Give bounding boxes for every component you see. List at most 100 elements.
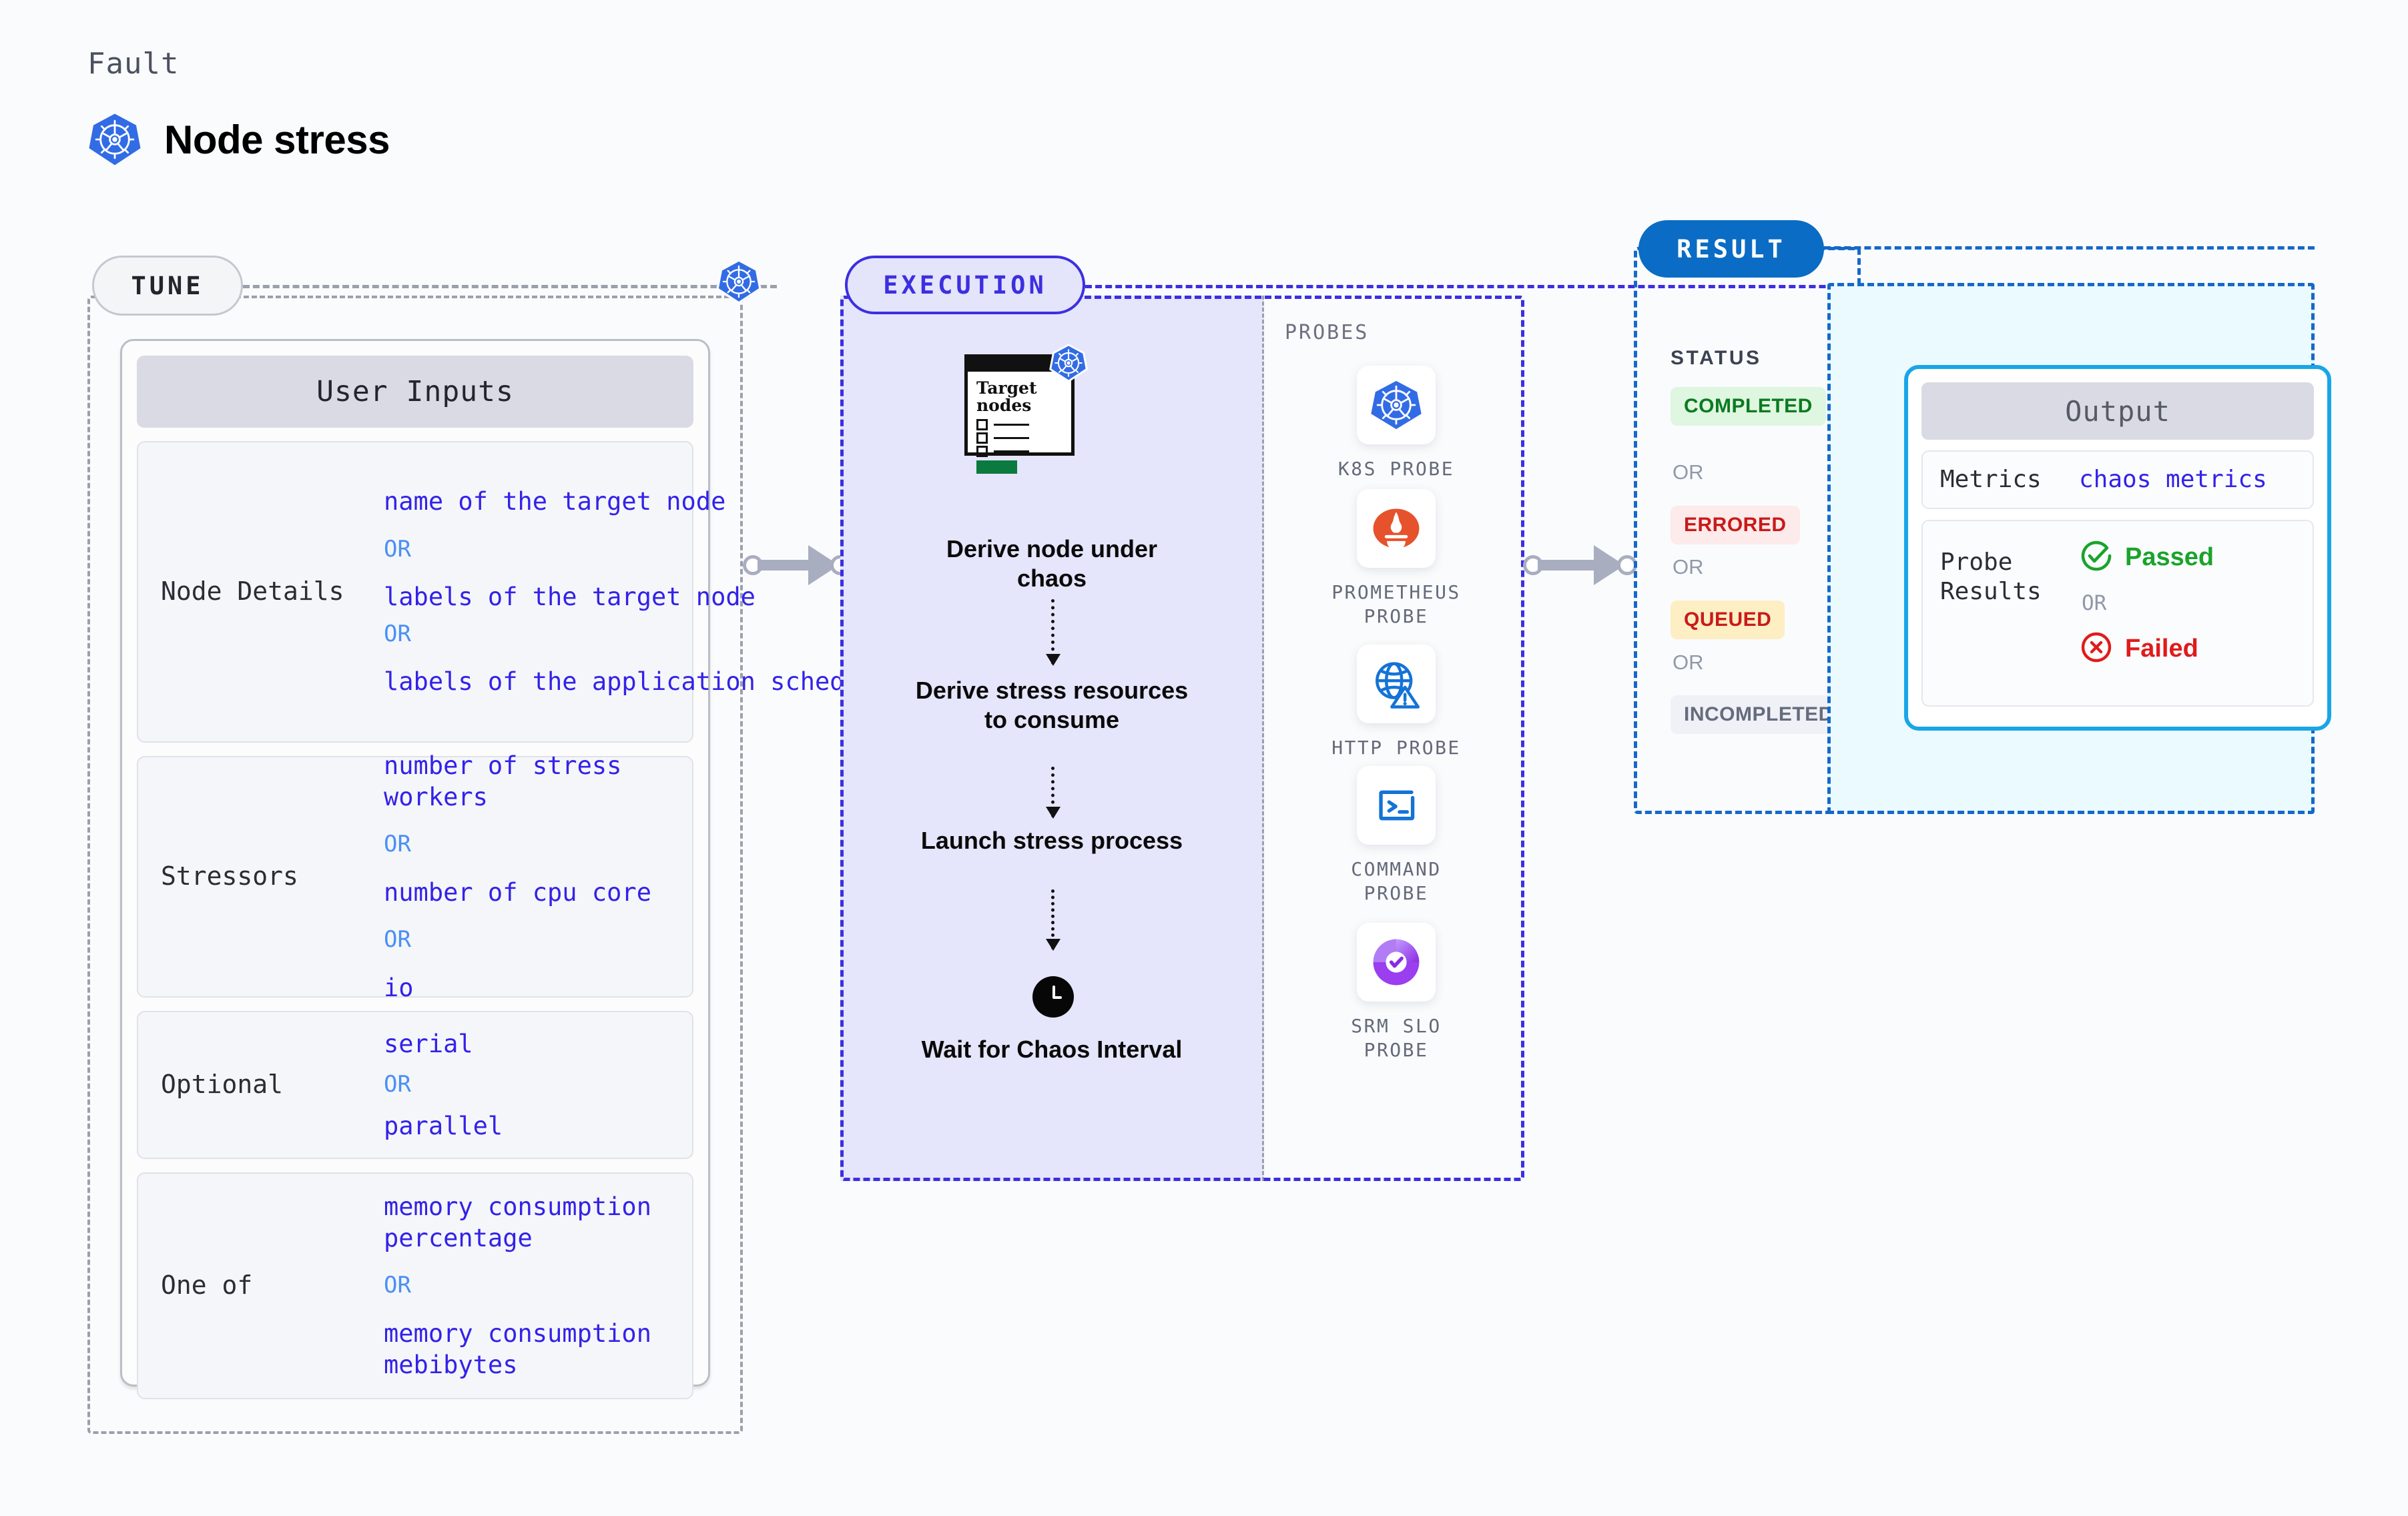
flow-arrow-3: [1046, 889, 1061, 951]
output-card: Output Metrics chaos metrics Probe Resul…: [1904, 365, 2331, 731]
kubernetes-icon: [1049, 344, 1088, 386]
kubernetes-icon: [716, 259, 762, 308]
x-circle-icon: [2079, 630, 2114, 668]
failed-label: Failed: [2125, 634, 2198, 663]
list-item: [976, 418, 1065, 430]
or-separator: OR: [2082, 591, 2107, 615]
flow-step-3: Launch stress process: [920, 827, 1183, 854]
card-body: Target nodes: [964, 372, 1075, 474]
input-option: number of cpu core: [384, 878, 651, 907]
probe-result-failed: Failed: [2079, 630, 2303, 668]
output-row-probe-results: Probe Results Passed OR: [1921, 519, 2314, 707]
node-list: [976, 418, 1065, 457]
probe-prometheus[interactable]: PROMETHEUS PROBE: [1329, 489, 1463, 629]
connector-execution-result: [1523, 542, 1640, 589]
probes-title: PROBES: [1285, 321, 1370, 344]
output-row-metrics: Metrics chaos metrics: [1921, 450, 2314, 509]
or-separator: OR: [1673, 651, 1704, 674]
user-inputs-card: User Inputs Node Details name of the tar…: [120, 339, 1127, 1399]
input-group-one-of: One of memory consumption percentage OR …: [137, 1172, 693, 1399]
probe-k8s[interactable]: K8S PROBE: [1329, 366, 1463, 481]
check-circle-icon: [2079, 538, 2114, 577]
checkbox-icon: [976, 418, 988, 430]
prometheus-icon: [1357, 489, 1436, 568]
input-group-values: number of stress workers OR number of cp…: [384, 750, 680, 1004]
status-title: STATUS: [1671, 347, 1762, 369]
flow-step-1: Derive node under chaos: [946, 535, 1158, 592]
or-separator: OR: [384, 926, 411, 954]
input-group-values: memory consumption percentage OR memory …: [384, 1191, 680, 1381]
input-group-label: Node Details: [161, 577, 344, 607]
kubernetes-icon: [1357, 366, 1436, 444]
result-stage: RESULT STATUS COMPLETED OR ERRORED OR QU…: [1634, 220, 2315, 814]
flow-step-4: Wait for Chaos Interval: [921, 1036, 1183, 1063]
probe-command[interactable]: COMMAND PROBE: [1329, 766, 1463, 906]
progress-bar: [976, 460, 1017, 474]
probe-results-label: Probe Results: [1932, 538, 2079, 607]
placeholder-line: [994, 450, 1029, 452]
or-separator: OR: [384, 831, 411, 858]
flow-arrow-1: [1046, 599, 1061, 666]
probe-label: COMMAND PROBE: [1351, 858, 1442, 905]
target-nodes-card: Target nodes: [964, 344, 1088, 474]
status-badge-errored: ERRORED: [1671, 506, 1800, 544]
result-pill[interactable]: RESULT: [1638, 220, 1824, 278]
metrics-value: chaos metrics: [2079, 466, 2267, 494]
input-option: memory consumption mebibytes: [384, 1318, 651, 1380]
connector-tune-execution: [743, 542, 850, 589]
input-option: parallel: [384, 1111, 503, 1140]
passed-label: Passed: [2125, 542, 2214, 571]
status-badge-queued: QUEUED: [1671, 601, 1785, 639]
tune-connector-line: [243, 285, 777, 288]
target-nodes-title-line1: Target: [976, 378, 1037, 398]
execution-pill[interactable]: EXECUTION: [845, 256, 1085, 314]
checkbox-icon: [976, 432, 988, 444]
clock-icon: [1032, 976, 1074, 1018]
fault-label: Fault: [87, 47, 180, 81]
target-nodes-title-line2: nodes: [976, 396, 1032, 416]
probe-srm-slo[interactable]: SRM SLO PROBE: [1329, 923, 1463, 1063]
or-separator: OR: [1673, 460, 1704, 484]
or-separator: OR: [384, 1071, 411, 1098]
tune-pill[interactable]: TUNE: [92, 256, 243, 316]
input-group-label: Optional: [161, 1070, 284, 1100]
input-group-label: Stressors: [161, 861, 298, 891]
tune-dashed-border: [87, 296, 743, 1434]
execution-dashed-border: [840, 296, 1524, 1181]
input-option: number of stress workers: [384, 751, 622, 812]
flow-step-2: Derive stress resources to consume: [915, 677, 1189, 733]
probe-result-passed: Passed: [2079, 538, 2303, 577]
result-connector-line: [1824, 246, 2315, 250]
probe-http[interactable]: HTTP PROBE: [1329, 645, 1463, 760]
metrics-label: Metrics: [1940, 466, 2042, 493]
probe-label: PROMETHEUS PROBE: [1331, 581, 1461, 628]
input-option: labels of the target node: [384, 583, 756, 612]
checkbox-icon: [976, 445, 988, 457]
execution-stage: EXECUTION Target nodes: [840, 256, 1906, 1181]
list-item: [976, 432, 1065, 444]
fault-title-row: Node stress: [87, 112, 390, 167]
or-separator: OR: [384, 1272, 411, 1299]
list-item: [976, 445, 1065, 457]
input-group-node-details: Node Details name of the target node OR …: [137, 441, 1127, 743]
execution-connector-line: [1085, 285, 1906, 288]
status-badge-incompleted: INCOMPLETED: [1671, 695, 1847, 734]
status-badge-completed: COMPLETED: [1671, 387, 1826, 426]
input-group-stressors: Stressors number of stress workers OR nu…: [137, 751, 693, 1002]
output-header: Output: [1921, 382, 2314, 440]
probe-results-label-line2: Results: [1940, 577, 2042, 605]
or-separator: OR: [384, 535, 411, 562]
placeholder-line: [994, 423, 1029, 426]
input-group-label: One of: [161, 1270, 253, 1300]
input-group-optional: Optional serial OR parallel: [137, 1011, 693, 1159]
placeholder-line: [994, 436, 1029, 439]
terminal-icon: [1357, 766, 1436, 845]
output-panel: Output Metrics chaos metrics Probe Resul…: [1827, 283, 2331, 814]
tune-stage: TUNE User Inputs: [87, 256, 1127, 1434]
input-option: memory consumption percentage: [384, 1192, 651, 1252]
input-option: io: [384, 973, 414, 1002]
input-option: serial: [384, 1029, 473, 1058]
input-group-values: serial OR parallel: [384, 1028, 680, 1142]
probe-label: K8S PROBE: [1337, 458, 1455, 480]
